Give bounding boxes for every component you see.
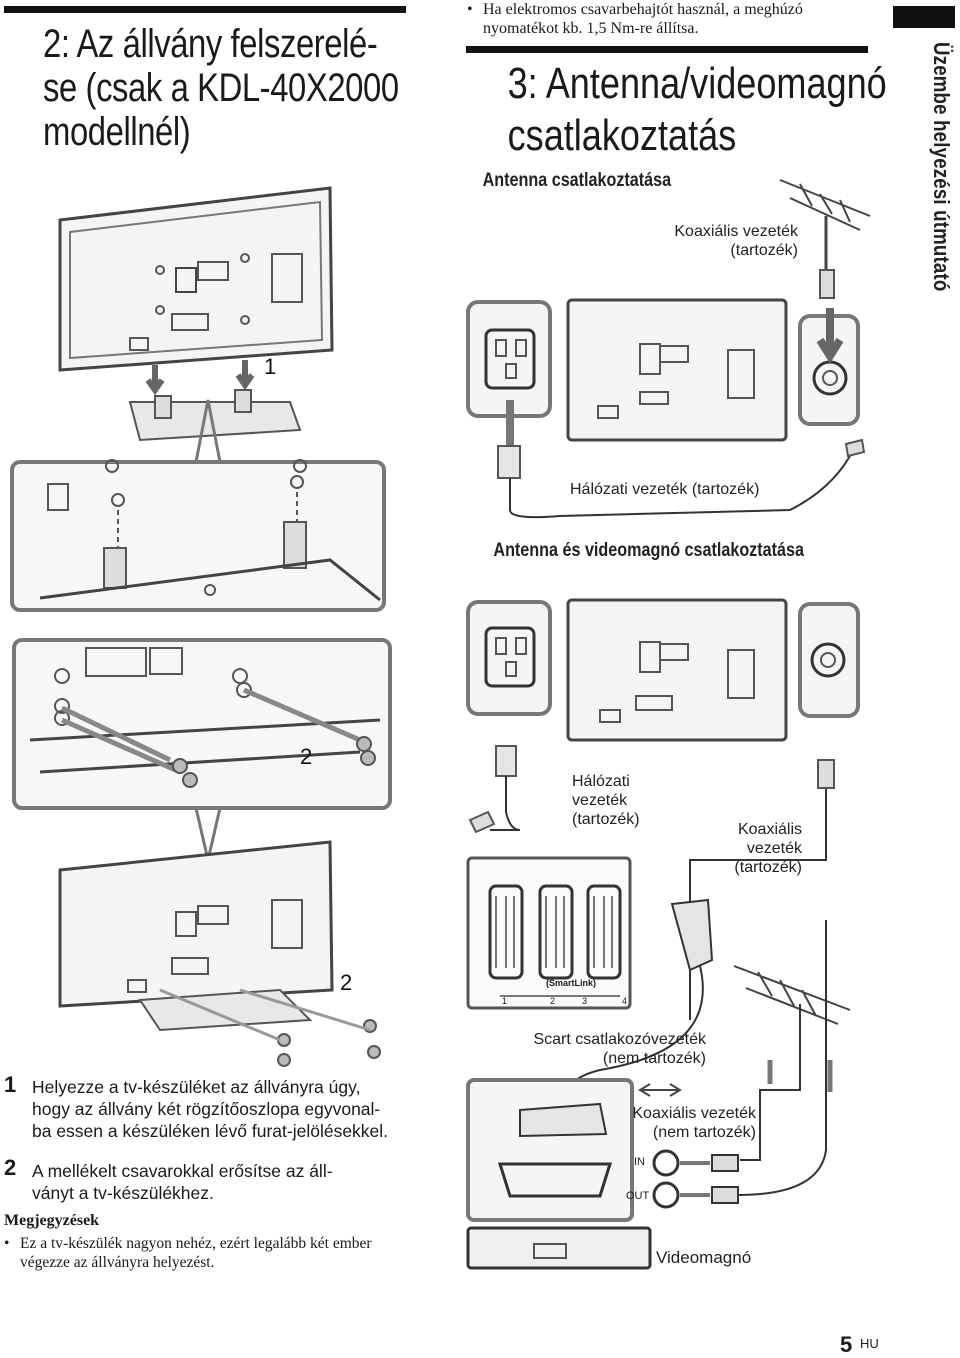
- notes-title: Megjegyzések: [4, 1212, 100, 1229]
- antenna-vcr-section-subtitle: Antenna és videomagnó csatlakoztatása: [493, 540, 804, 561]
- coax-cable-label-top: Koaxiális vezeték (tartozék): [674, 223, 798, 259]
- page-language: HU: [860, 1336, 879, 1351]
- page-number: 5: [840, 1332, 853, 1357]
- coax-vcr-label: Koaxiális vezeték (nem tartozék): [632, 1105, 756, 1141]
- sidebar-vertical-title: Üzembe helyezési útmutató: [929, 42, 954, 292]
- top-bullet: • Ha elektromos csavarbehajtót használ, …: [467, 1, 803, 37]
- out-label: OUT: [626, 1190, 650, 1202]
- right-header-rule: [466, 46, 868, 53]
- tv-back-figure-1: [58, 186, 334, 442]
- stand-zoom-figure: [10, 399, 386, 612]
- in-label: IN: [634, 1156, 645, 1168]
- left-section-title: 2: Az állvány felszerelé- se (csak a KDL…: [43, 22, 399, 154]
- screw-zoom-figure: [12, 638, 392, 861]
- tv-back-figure-2: [58, 840, 381, 1067]
- antenna-connection-figure: [466, 179, 871, 519]
- power-cable-label-mid: Hálózati vezeték (tartozék): [572, 773, 640, 828]
- vcr-label: Videomagnó: [656, 1248, 752, 1267]
- smartlink-label: (SmartLink): [546, 978, 597, 988]
- port-number-1: 1: [502, 996, 508, 1006]
- step-2-text: A mellékelt csavarokkal erősítse az áll-…: [32, 1161, 333, 1203]
- port-number-4: 4: [622, 996, 628, 1006]
- figure-number-1: 1: [264, 354, 277, 379]
- antenna-section-subtitle: Antenna csatlakoztatása: [482, 170, 672, 191]
- figure-number-2a: 2: [300, 744, 313, 769]
- figure-number-2b: 2: [340, 970, 353, 995]
- port-number-3: 3: [582, 996, 588, 1006]
- antenna-vcr-connection-figure: [466, 598, 860, 1270]
- left-header-rule: [4, 6, 406, 13]
- port-number-2: 2: [550, 996, 556, 1006]
- step-1-text: Helyezze a tv-készüléket az állványra úg…: [32, 1077, 389, 1141]
- scart-cable-label: Scart csatlakozóvezeték (nem tartozék): [533, 1031, 706, 1067]
- step-2-number: 2: [4, 1155, 17, 1180]
- note-text: • Ez a tv-készülék nagyon nehéz, ezért l…: [4, 1235, 372, 1271]
- coax-cable-label-mid: Koaxiális vezeték (tartozék): [734, 821, 802, 876]
- right-section-title: 3: Antenna/videomagnó csatlakoztatás: [507, 59, 887, 160]
- step-1-number: 1: [4, 1072, 17, 1097]
- power-cable-label-top: Hálózati vezeték (tartozék): [570, 481, 760, 498]
- sidebar-tab: [893, 6, 955, 28]
